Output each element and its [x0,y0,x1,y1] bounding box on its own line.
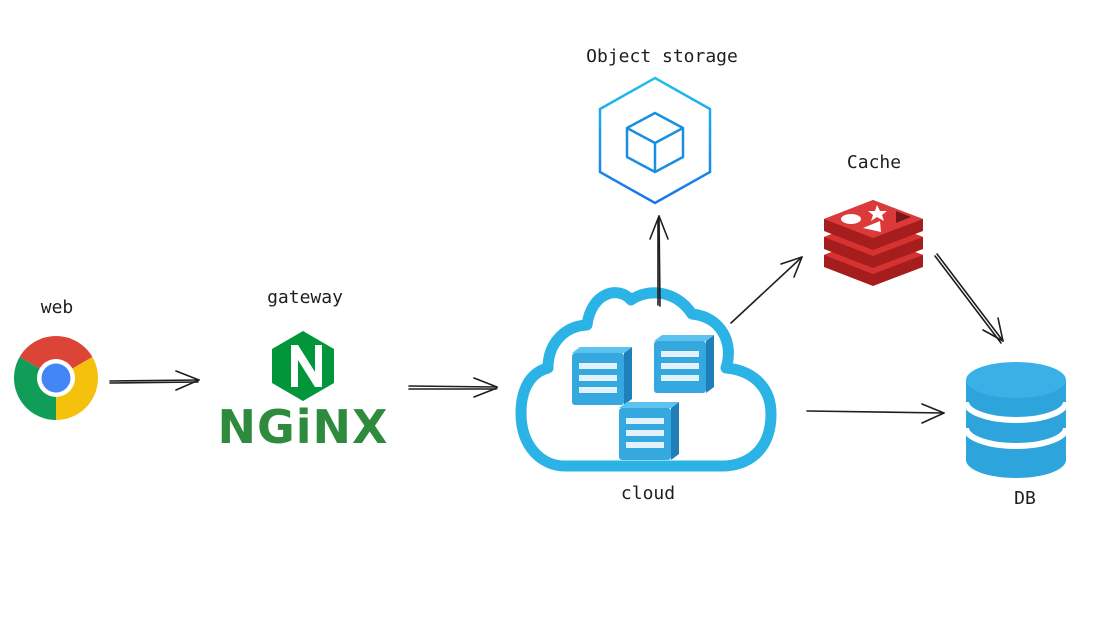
arrow-cloud-to-db [806,403,945,424]
cloud-servers-icon [515,287,777,472]
db-label: DB [1014,488,1036,509]
web-label: web [40,297,74,318]
object-storage-hexagon-icon [598,76,712,205]
gateway-label: gateway [267,287,343,308]
cloud-label: cloud [620,483,676,504]
chrome-browser-icon [14,336,98,420]
arrow-cloud-to-storage [649,215,669,307]
database-cylinder-icon [963,362,1069,478]
nginx-logo-text: NGiNX [217,400,389,454]
cache-label: Cache [846,152,902,173]
arrow-cache-to-db [934,253,1004,344]
arrow-cloud-to-cache [730,256,803,324]
arrow-gateway-to-cloud [408,377,498,398]
nginx-logo-icon [272,331,334,401]
server-icon [572,347,632,405]
server-icon [654,335,714,393]
object-storage-label: Object storage [586,46,738,67]
server-icon [619,402,679,460]
arrow-web-to-gateway [109,370,200,391]
redis-logo-icon [824,200,923,286]
